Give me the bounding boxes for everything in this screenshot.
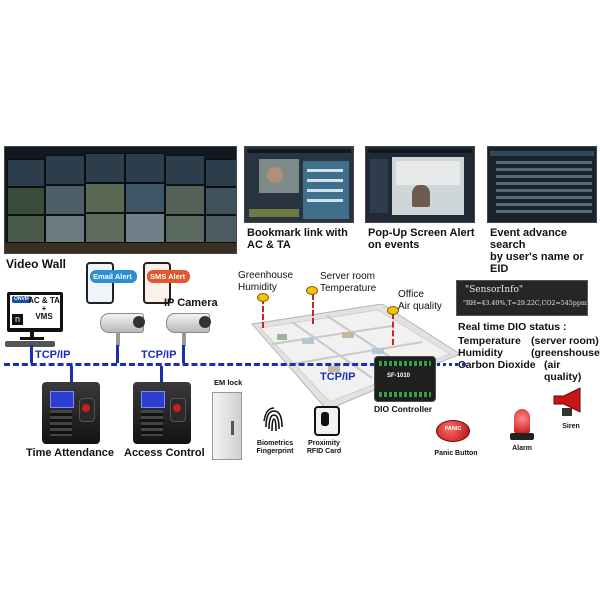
video-wall-label: Video Wall: [6, 257, 67, 271]
em-lock-door: [212, 392, 242, 460]
search-caption: Event advance search by user's name or E…: [490, 227, 584, 275]
greenhouse-sensor-pin: [262, 298, 266, 328]
vms-monitor: ONVIF AC & TA + VMS n: [7, 292, 63, 332]
access-control-label: Access Control: [124, 447, 205, 459]
greenhouse-sensor-dot: [257, 293, 269, 302]
em-lock-label: EM lock: [214, 378, 243, 387]
onvif-logo: ONVIF: [12, 296, 32, 303]
ip-camera-1: [100, 313, 145, 333]
dio-controller-device: SF-1010: [374, 356, 436, 402]
alarm-label: Alarm: [512, 445, 532, 452]
vms-badge: n: [12, 314, 23, 325]
camera1-network-drop: [116, 345, 119, 363]
office-sensor-dot: [387, 306, 399, 315]
biometrics-label: Biometrics Fingerprint: [256, 440, 294, 455]
bookmark-screenshot: [244, 146, 354, 223]
network-backbone: [4, 363, 376, 366]
server-room-sensor-pin: [312, 294, 316, 324]
access-control-terminal: [133, 382, 191, 444]
popup-alert-screenshot: [365, 146, 475, 223]
vms-network-drop: [30, 345, 33, 363]
siren-device: [553, 387, 581, 416]
sensor-info-reading: "RH=43.40%,T=29.22C,CO2=545ppm": [463, 300, 590, 307]
email-alert-phone: Email Alert: [86, 262, 137, 304]
dio-status-row: Temperature (server room): [458, 335, 599, 347]
ip-camera-label: IP Camera: [164, 297, 218, 309]
tcp-ip-label-2: TCP/IP: [141, 349, 177, 361]
vms-text: AC & TA + VMS: [28, 296, 60, 321]
video-wall-image: [4, 146, 237, 254]
office-label: Office Air quality: [398, 289, 442, 312]
event-search-screenshot: [487, 146, 597, 223]
monitor-stand: [20, 337, 44, 340]
siren-label: Siren: [562, 423, 580, 430]
sensor-info-display: "SensorInfo" "RH=43.40%,T=29.22C,CO2=545…: [456, 280, 590, 316]
server-room-sensor-dot: [306, 286, 318, 295]
server-room-label: Server room Temperature: [320, 271, 377, 294]
email-alert-badge: Email Alert: [90, 270, 137, 283]
camera2-network-drop: [182, 345, 185, 363]
fingerprint-icon: [263, 407, 283, 432]
time-attendance-terminal: [42, 382, 100, 444]
rfid-card-icon: [310, 402, 340, 436]
dio-controller-label: DIO Controller: [374, 404, 433, 414]
tcp-ip-label-3: TCP/IP: [320, 371, 356, 383]
sms-alert-badge: SMS Alert: [147, 270, 190, 283]
popup-caption: Pop-Up Screen Alert on events: [368, 227, 475, 251]
panic-button-label: Panic Button: [434, 450, 478, 457]
greenhouse-label: Greenhouse Humidity: [238, 270, 294, 293]
dio-status-heading: Real time DIO status :: [458, 321, 567, 333]
dio-model-label: SF-1010: [387, 373, 411, 379]
sms-alert-phone: SMS Alert: [143, 262, 190, 304]
bookmark-caption: Bookmark link with AC & TA: [247, 227, 348, 251]
time-attendance-label: Time Attendance: [26, 447, 115, 459]
dio-status-row: Carbon Dioxide (air quality): [458, 359, 582, 383]
panic-button-device: PANIC: [436, 420, 470, 442]
sensor-info-title: "SensorInfo": [465, 285, 524, 295]
proximity-label: Proximity RFID Card: [306, 440, 342, 455]
ta-network-drop: [70, 366, 73, 383]
ac-network-drop: [160, 366, 163, 383]
office-sensor-pin: [392, 313, 396, 345]
alarm-device: [508, 409, 536, 443]
panic-cap-text: PANIC: [444, 426, 462, 432]
keyboard: [5, 341, 55, 347]
tcp-ip-label-1: TCP/IP: [35, 349, 71, 361]
ip-camera-2: [166, 313, 211, 333]
dio-status-row: Humidity (greenshouse): [458, 347, 600, 359]
